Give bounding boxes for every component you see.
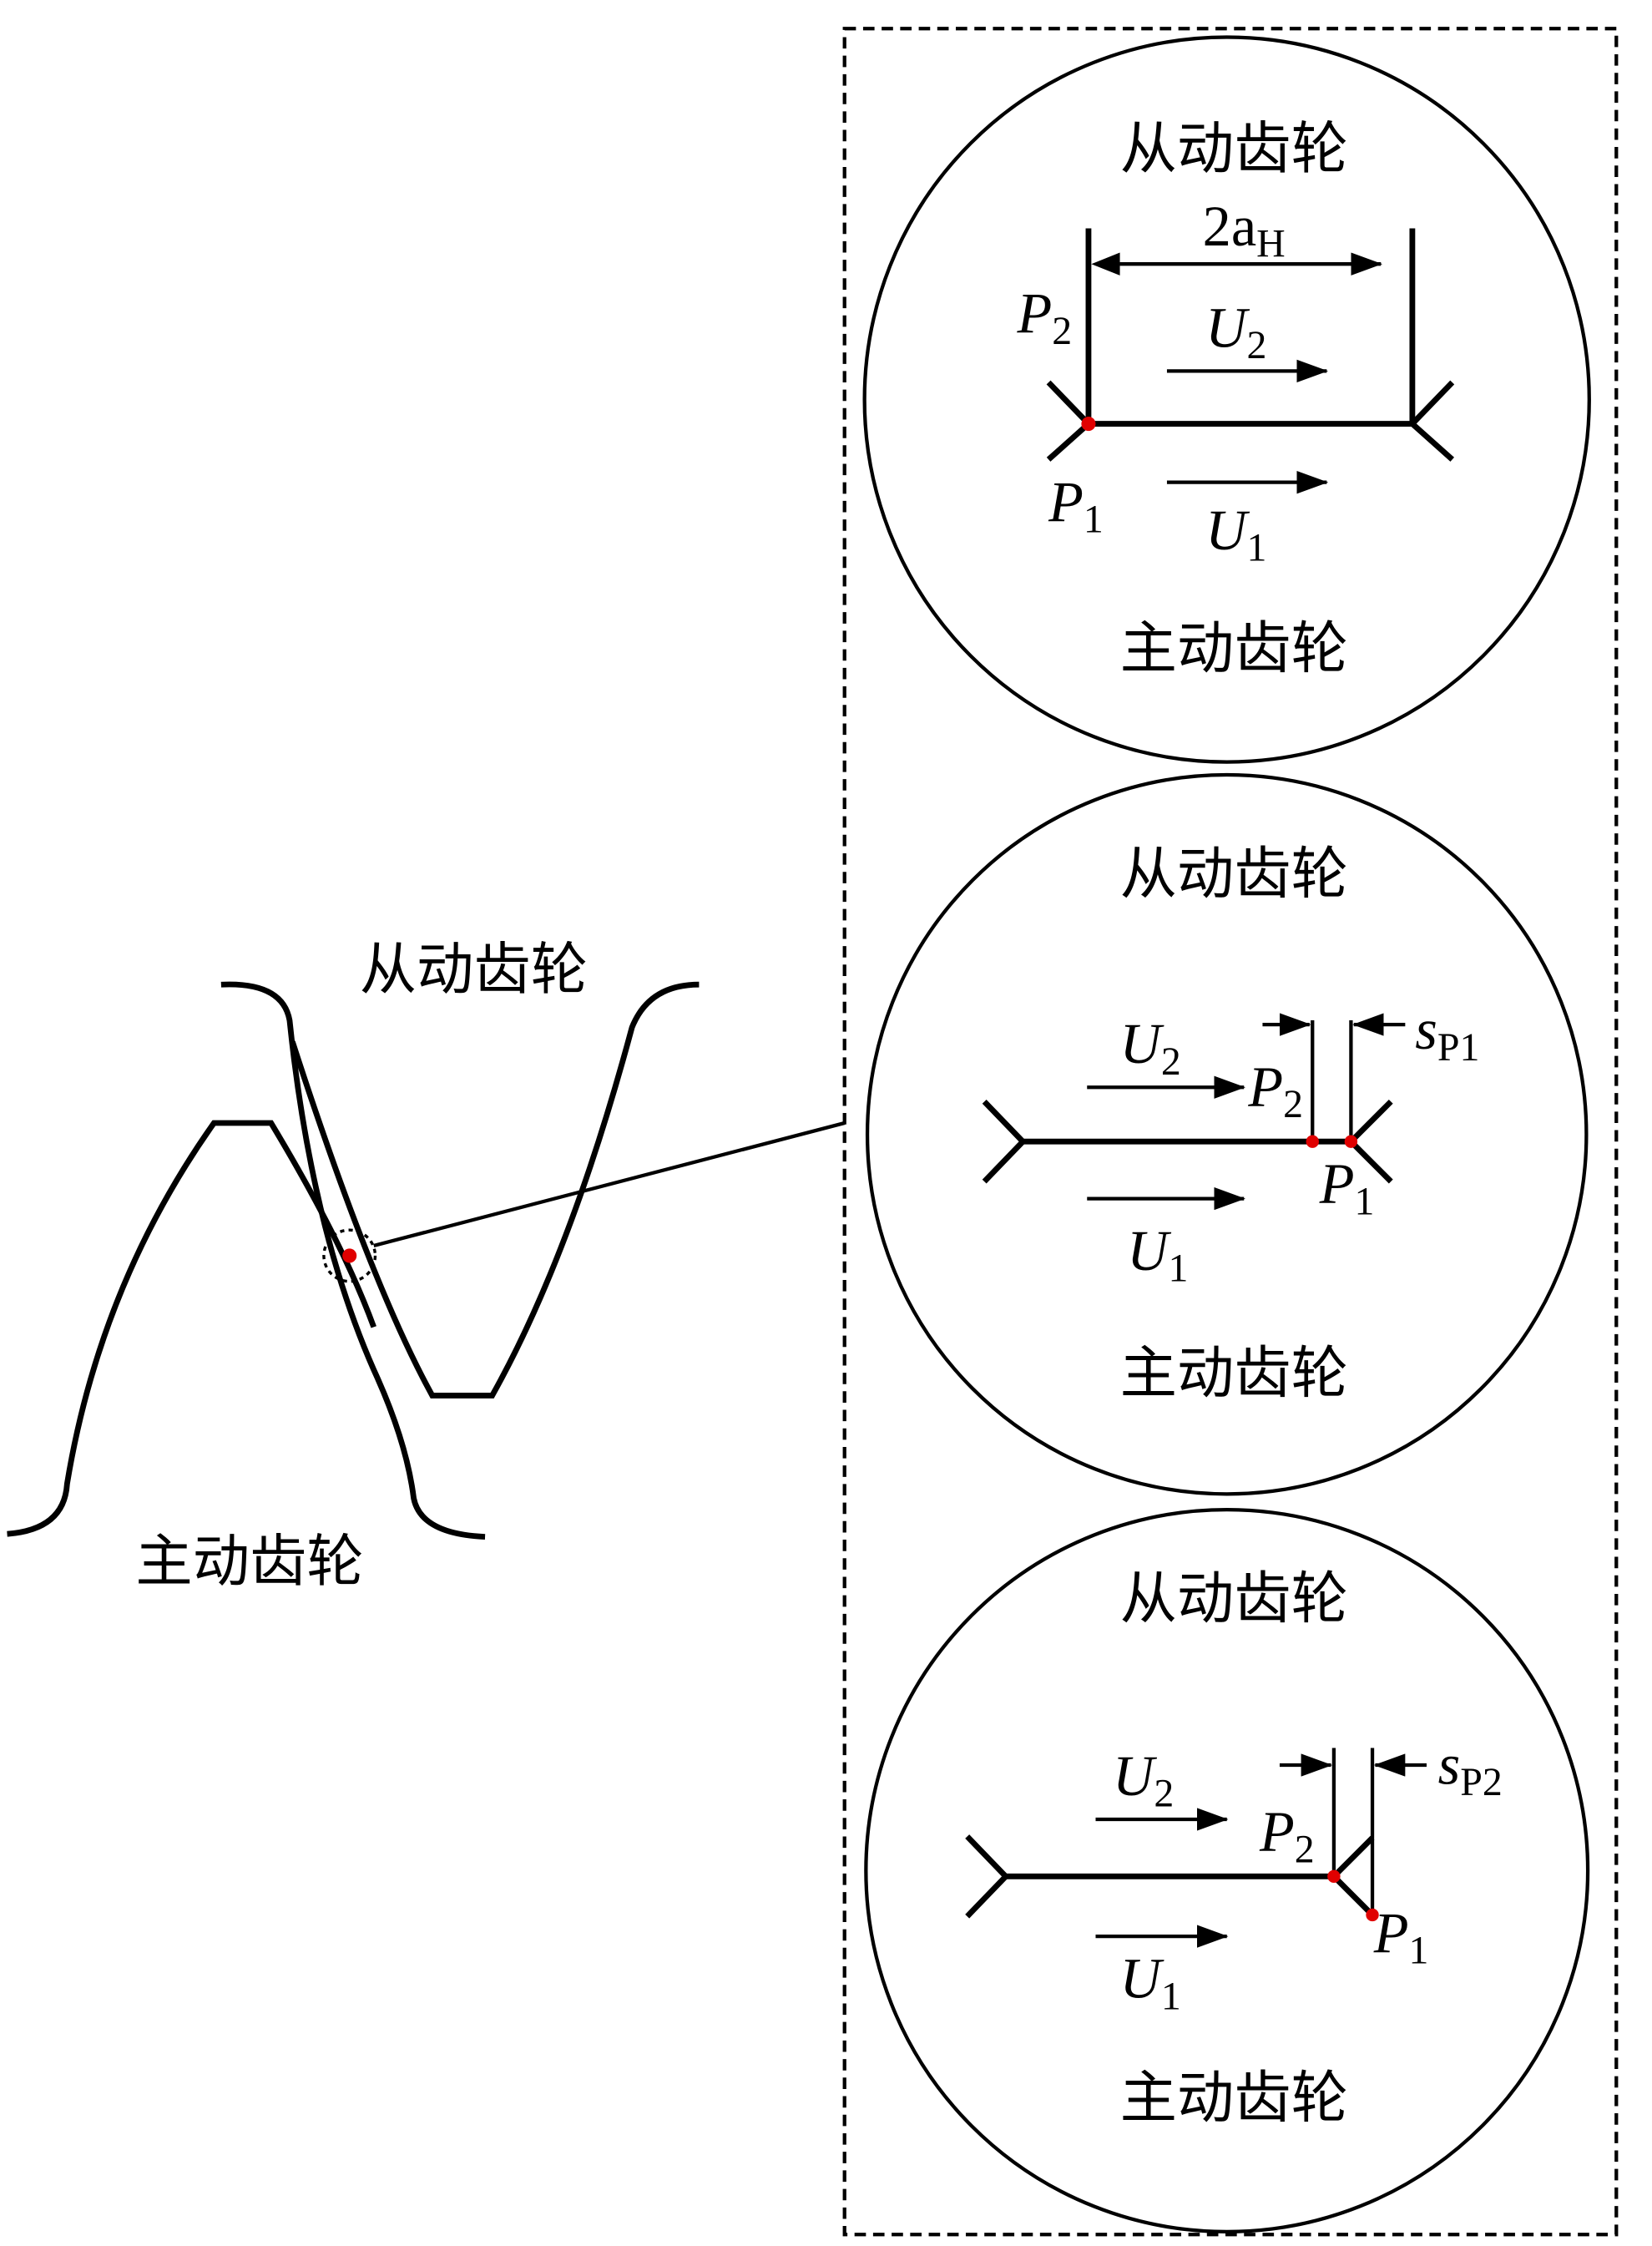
driving-gear-tooth	[7, 1120, 376, 1537]
u1-label: U1	[1127, 1219, 1188, 1291]
zoom-leader-line	[373, 1120, 846, 1248]
driving-gear-label: 主动齿轮	[1120, 616, 1348, 682]
right-crack-tip	[1407, 380, 1455, 462]
dimension-label: 2aH	[1203, 195, 1286, 266]
panel-circle	[865, 772, 1589, 1496]
u2-label: U2	[1205, 296, 1266, 367]
driven-gear-label: 从动齿轮	[1120, 117, 1348, 183]
driven-gear-label: 从动齿轮	[1120, 842, 1348, 908]
p2-point	[1327, 1869, 1341, 1884]
panel-circle	[862, 35, 1591, 764]
slip-label: sP1	[1415, 998, 1479, 1070]
u2-label: U2	[1120, 1012, 1181, 1084]
p2-label: P2	[1259, 1800, 1315, 1872]
p2-label: P2	[1247, 1055, 1303, 1126]
left-crack-tip	[982, 1099, 1028, 1184]
slip-label: sP2	[1438, 1733, 1503, 1804]
driving-gear-label: 主动齿轮	[135, 1530, 363, 1596]
panel-circle	[864, 1507, 1590, 2234]
p1-label: P1	[1319, 1152, 1375, 1224]
u1-label: U1	[1120, 1947, 1181, 2019]
u2-label: U2	[1113, 1744, 1174, 1816]
driven-gear-label: 从动齿轮	[360, 937, 588, 1003]
driven-gear-tooth	[290, 981, 700, 1399]
p1-label: P1	[1373, 1901, 1429, 1973]
detail-panel-slip-2: 从动齿轮 主动齿轮 sP2 U2 P2 P1 U1	[864, 1507, 1590, 2234]
p2-point	[1306, 1135, 1319, 1148]
p1-point	[1366, 1908, 1379, 1922]
p2-label: P2	[1017, 281, 1073, 353]
detail-panel-initial: 从动齿轮 主动齿轮 2aH P2 P1 U2 U1	[862, 35, 1591, 764]
contact-point	[342, 1248, 357, 1263]
driven-gear-label: 从动齿轮	[1120, 1566, 1348, 1632]
driven-gear-profile	[220, 981, 486, 1540]
left-crack-tip	[965, 1834, 1010, 1919]
driving-gear-label: 主动齿轮	[1120, 1341, 1348, 1407]
contact-point	[1081, 417, 1096, 432]
p1-label: P1	[1048, 470, 1104, 542]
driving-gear-label: 主动齿轮	[1120, 2066, 1348, 2132]
u1-label: U1	[1205, 498, 1266, 570]
detail-panel-slip-1: 从动齿轮 主动齿轮 sP1 U2 P2 P1 U1	[865, 772, 1589, 1496]
detail-frame	[842, 27, 1619, 2237]
p1-point	[1344, 1135, 1358, 1148]
gear-mesh: 从动齿轮 主动齿轮	[7, 937, 846, 1596]
